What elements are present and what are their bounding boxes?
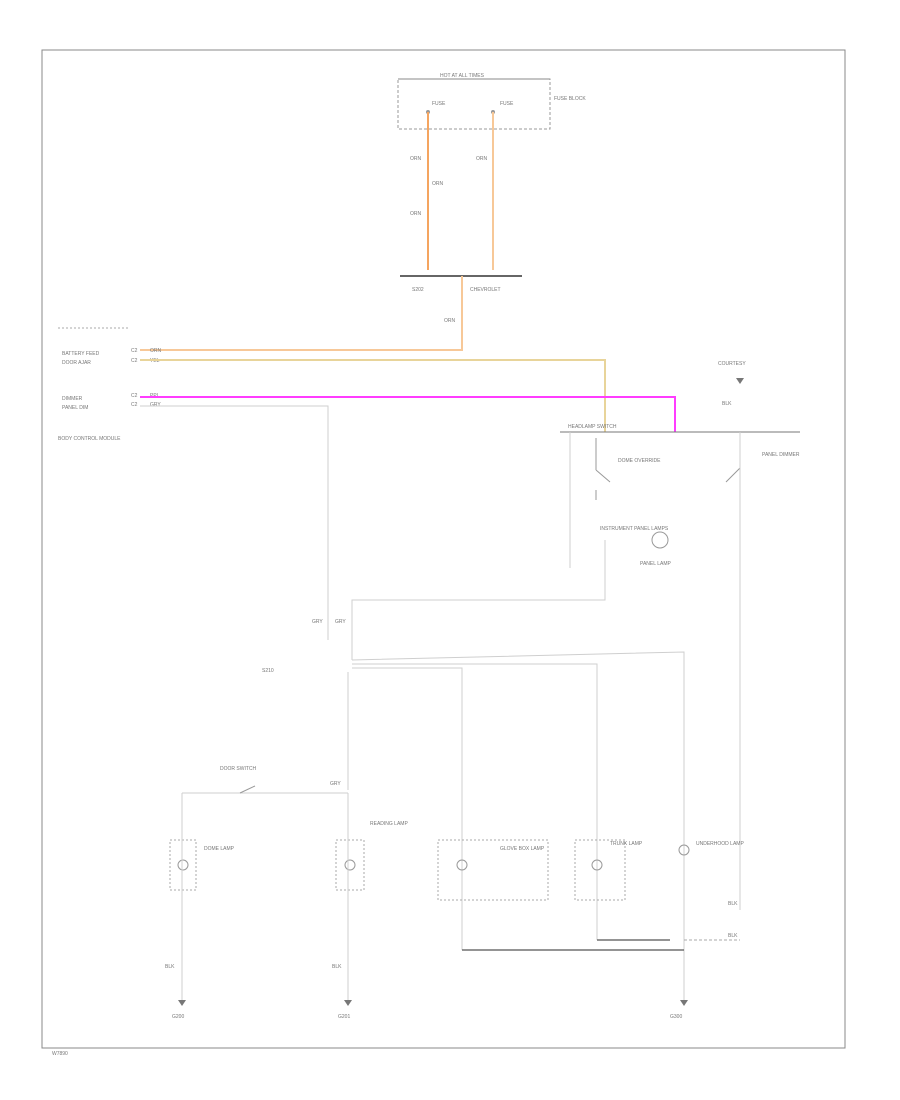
bcm-row-label: BATTERY FEED [62,351,100,357]
diagram-frame [41,49,846,1049]
wire-magenta [140,396,676,432]
courtesy-ground-icon [736,378,744,384]
trunk-lamp-label: TRUNK LAMP [610,841,643,847]
bcm-wire-label: ORN [150,348,162,354]
wire-label: ORN [444,318,456,324]
diagram-code: W7890 [52,1051,68,1057]
underhood-lamp-label: UNDERHOOD LAMP [696,841,744,847]
bcm-pin: C2 [131,393,138,399]
ground-icon [344,1000,352,1006]
glove-lamp-icon [456,859,468,871]
bcm-row-label: DOOR AJAR [62,360,91,366]
panel-lamp-icon [651,531,669,549]
fuse-note: FUSE BLOCK [554,96,586,102]
splice-s210-branch-b [352,663,598,940]
wire-label: ORN [476,156,488,162]
wire-label: GRY [335,619,346,625]
bcm-pin: C2 [131,358,138,364]
wire-label: ORN [410,211,422,217]
wire-label: ORN [410,156,422,162]
wire-label: ORN [432,181,444,187]
fuse-b-label: FUSE [500,101,514,107]
dimmer-output-wire [351,540,606,660]
splice-mid-label: S210 [262,668,274,674]
fuse-block [397,78,551,130]
dome-override-label: DOME OVERRIDE [618,458,661,464]
wire-label: BLK [728,933,738,939]
bcm-row-label: PANEL DIM [62,405,88,411]
reading-lamp-icon [344,859,356,871]
bcm-note: BODY CONTROL MODULE [58,436,121,442]
bcm-pin: C2 [131,402,138,408]
trunk-lamp-box [574,839,626,901]
bcm-row-label: DIMMER [62,396,83,402]
reading-lamp-label: READING LAMP [370,821,408,827]
fuse-a-label: FUSE [432,101,446,107]
door-switch-label: DOOR SWITCH [220,766,256,772]
reading-lamp-box [335,839,365,891]
wire-label: BLK [165,964,175,970]
bcm-pin: C2 [131,348,138,354]
splice-right-label: CHEVROLET [470,287,501,293]
ground-label: G201 [338,1014,350,1020]
wire-label: BLK [332,964,342,970]
dome-lamp-box [169,839,197,891]
wire-gray-panel [140,405,329,640]
dome-override-switch-icon [595,438,611,500]
door-switch-icon [239,785,256,794]
wire-label: BLK [728,901,738,907]
wire-orange-trunk [140,276,463,351]
panel-lamp-label: PANEL LAMP [640,561,672,567]
dome-lamp-label: DOME LAMP [204,846,235,852]
fuse-block-label: HOT AT ALL TIMES [440,73,485,79]
wire-tan [140,359,606,432]
splice-left-label: S202 [412,287,424,293]
panel-dimmer-label: PANEL DIMMER [762,452,800,458]
trunk-lamp-icon [591,859,603,871]
splice-s210-branch-a [352,667,463,950]
ground-icon [178,1000,186,1006]
courtesy-label: COURTESY [718,361,746,367]
glove-lamp-box [437,839,549,901]
courtesy-pin-label: BLK [722,401,732,407]
wire-label: GRY [312,619,323,625]
glove-lamp-label: GLOVE BOX LAMP [500,846,545,852]
ground-label: G200 [172,1014,184,1020]
ground-label: G300 [670,1014,682,1020]
splice-s210-wire [351,651,685,1000]
instrument-lamp-label: INSTRUMENT PANEL LAMPS [600,526,669,532]
panel-dimmer-switch-icon [725,438,741,500]
headlamp-switch-label: HEADLAMP SWITCH [568,424,617,430]
ground-icon [680,1000,688,1006]
dome-lamp-icon [177,859,189,871]
wire-label: GRY [330,781,341,787]
underhood-lamp-icon [678,844,690,856]
bcm-wire-label: GRY [150,402,161,408]
